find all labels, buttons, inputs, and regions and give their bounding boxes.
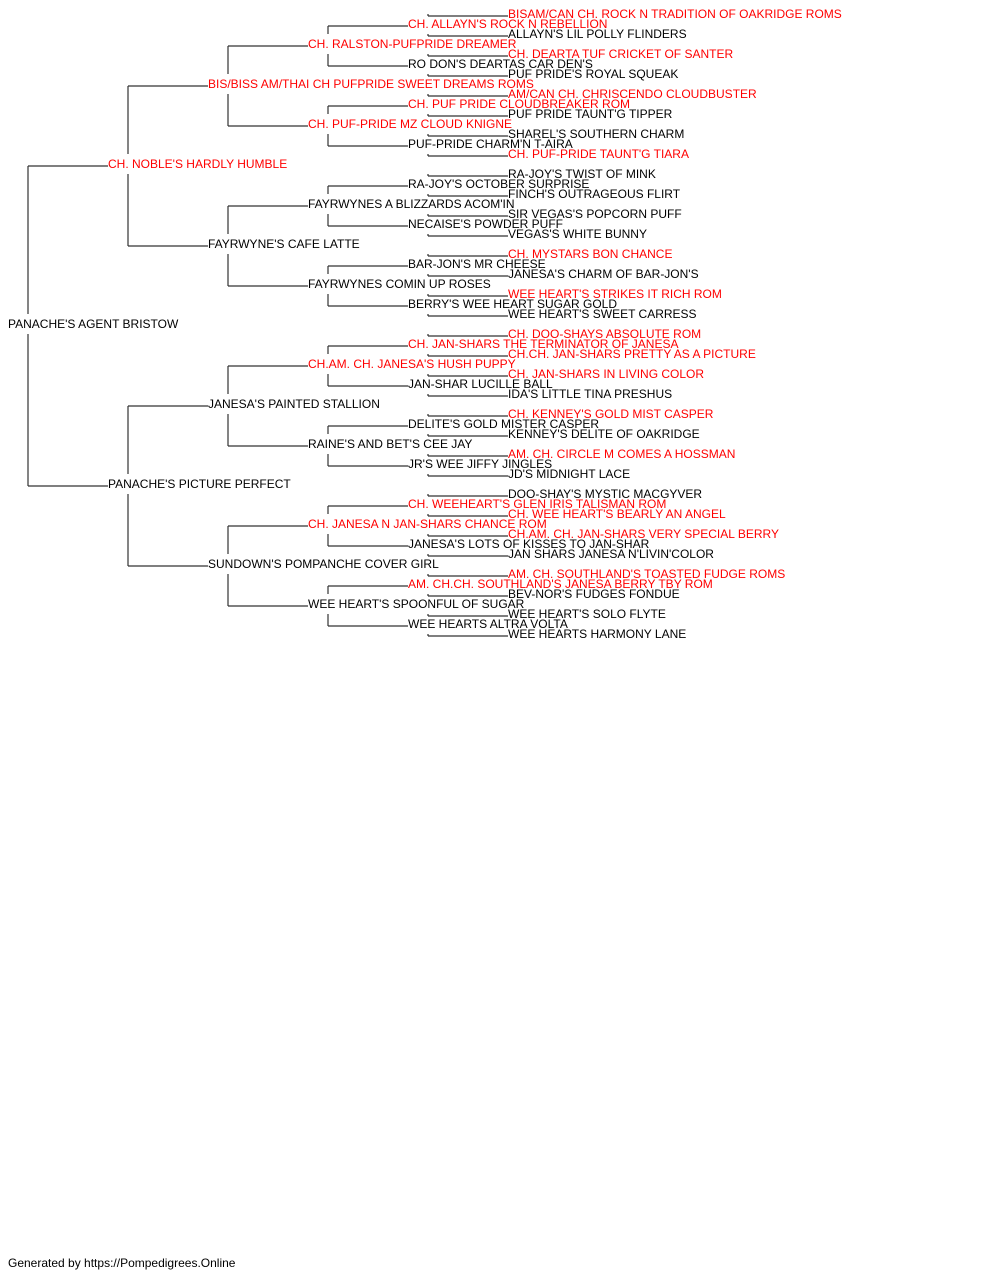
- ancestor-name: KENNEY'S DELITE OF OAKRIDGE: [508, 427, 700, 441]
- ancestor-name: WEE HEART'S STRIKES IT RICH ROM: [508, 287, 722, 301]
- ancestor-name: JANESA'S LOTS OF KISSES TO JAN-SHAR: [408, 537, 650, 551]
- ancestor-name: AM/CAN CH. CHRISCENDO CLOUDBUSTER: [508, 87, 757, 101]
- ancestor-name: CH. JAN-SHARS THE TERMINATOR OF JANESA: [408, 337, 678, 351]
- ancestor-name: WEE HEART'S SOLO FLYTE: [508, 607, 666, 621]
- ancestor-name: SHAREL'S SOUTHERN CHARM: [508, 127, 684, 141]
- ancestor-name: FAYRWYNE'S CAFE LATTE: [208, 237, 360, 251]
- ancestor-name: RA-JOY'S OCTOBER SURPRISE: [408, 177, 589, 191]
- ancestor-name: BISAM/CAN CH. ROCK N TRADITION OF OAKRID…: [508, 7, 842, 21]
- ancestor-name: CH. PUF-PRIDE MZ CLOUD KNIGNE: [308, 117, 512, 131]
- ancestor-name: NECAISE'S POWDER PUFF: [408, 217, 563, 231]
- ancestor-name: AM. CH. SOUTHLAND'S TOASTED FUDGE ROMS: [508, 567, 785, 581]
- ancestor-name: JAN-SHAR LUCILLE BALL: [408, 377, 553, 391]
- ancestor-name: BERRY'S WEE HEART SUGAR GOLD: [408, 297, 617, 311]
- ancestor-name: FAYRWYNES COMIN UP ROSES: [308, 277, 491, 291]
- ancestor-name: AM. CH. CIRCLE M COMES A HOSSMAN: [508, 447, 735, 461]
- ancestor-name: WEE HEART'S SPOONFUL OF SUGAR: [308, 597, 525, 611]
- ancestor-name: CH. JANESA N JAN-SHARS CHANCE ROM: [308, 517, 547, 531]
- ancestor-name: AM. CH.CH. SOUTHLAND'S JANESA BERRY TBY …: [408, 577, 713, 591]
- ancestor-name: CH.CH. JAN-SHARS PRETTY AS A PICTURE: [508, 347, 756, 361]
- ancestor-name: SIR VEGAS'S POPCORN PUFF: [508, 207, 682, 221]
- ancestor-name: CH. NOBLE'S HARDLY HUMBLE: [108, 157, 287, 171]
- footer-credit: Generated by https://Pompedigrees.Online: [8, 1256, 236, 1270]
- ancestor-name: JR'S WEE JIFFY JINGLES: [408, 457, 552, 471]
- ancestor-name: CH. PUF-PRIDE TAUNT'G TIARA: [508, 147, 689, 161]
- subject-dog-name: PANACHE'S AGENT BRISTOW: [8, 317, 179, 331]
- ancestor-name: PUF PRIDE TAUNT'G TIPPER: [508, 107, 673, 121]
- ancestor-name: FINCH'S OUTRAGEOUS FLIRT: [508, 187, 681, 201]
- ancestor-name: WEE HEARTS ALTRA VOLTA: [408, 617, 568, 631]
- ancestor-name: JAN SHARS JANESA N'LIVIN'COLOR: [508, 547, 714, 561]
- ancestor-name: FAYRWYNES A BLIZZARDS ACOM'IN: [308, 197, 515, 211]
- ancestor-name: RO DON'S DEARTAS CAR DEN'S: [408, 57, 593, 71]
- ancestor-name: CH.AM. CH. JANESA'S HUSH PUPPY: [308, 357, 516, 371]
- ancestor-name: CH. DEARTA TUF CRICKET OF SANTER: [508, 47, 733, 61]
- ancestor-name: CH. WEEHEART'S GLEN IRIS TALISMAN ROM: [408, 497, 666, 511]
- ancestor-name: BEV-NOR'S FUDGES FONDUE: [508, 587, 680, 601]
- ancestor-name: PUF-PRIDE CHARM'N T-AIRA: [408, 137, 573, 151]
- ancestor-name: VEGAS'S WHITE BUNNY: [508, 227, 647, 241]
- ancestor-name: ALLAYN'S LIL POLLY FLINDERS: [508, 27, 687, 41]
- ancestor-name: RAINE'S AND BET'S CEE JAY: [308, 437, 472, 451]
- ancestor-name: CH. MYSTARS BON CHANCE: [508, 247, 672, 261]
- ancestor-name: CH.AM. CH. JAN-SHARS VERY SPECIAL BERRY: [508, 527, 779, 541]
- ancestor-name: PANACHE'S PICTURE PERFECT: [108, 477, 291, 491]
- ancestor-name: PUF PRIDE'S ROYAL SQUEAK: [508, 67, 678, 81]
- ancestor-name: SUNDOWN'S POMPANCHE COVER GIRL: [208, 557, 439, 571]
- ancestor-name: CH. JAN-SHARS IN LIVING COLOR: [508, 367, 704, 381]
- ancestor-name: WEE HEART'S SWEET CARRESS: [508, 307, 697, 321]
- ancestor-name: BIS/BISS AM/THAI CH PUFPRIDE SWEET DREAM…: [208, 77, 534, 91]
- ancestor-name: CH. KENNEY'S GOLD MIST CASPER: [508, 407, 714, 421]
- ancestor-name: IDA'S LITTLE TINA PRESHUS: [508, 387, 672, 401]
- ancestor-name: DOO-SHAY'S MYSTIC MACGYVER: [508, 487, 702, 501]
- ancestor-name: JANESA'S PAINTED STALLION: [208, 397, 380, 411]
- ancestor-name: CH. DOO-SHAYS ABSOLUTE ROM: [508, 327, 701, 341]
- ancestor-name: JANESA'S CHARM OF BAR-JON'S: [508, 267, 699, 281]
- ancestor-name: JD'S MIDNIGHT LACE: [508, 467, 630, 481]
- ancestor-name: CH. RALSTON-PUFPRIDE DREAMER: [308, 37, 517, 51]
- ancestor-name: CH. WEE HEART'S BEARLY AN ANGEL: [508, 507, 726, 521]
- ancestor-name: RA-JOY'S TWIST OF MINK: [508, 167, 656, 181]
- ancestor-name: WEE HEARTS HARMONY LANE: [508, 627, 686, 641]
- ancestor-name: BAR-JON'S MR CHEESE: [408, 257, 546, 271]
- ancestor-name: CH. ALLAYN'S ROCK N REBELLION: [408, 17, 607, 31]
- ancestor-name: DELITE'S GOLD MISTER CASPER: [408, 417, 599, 431]
- ancestor-name: CH. PUF PRIDE CLOUDBREAKER ROM: [408, 97, 630, 111]
